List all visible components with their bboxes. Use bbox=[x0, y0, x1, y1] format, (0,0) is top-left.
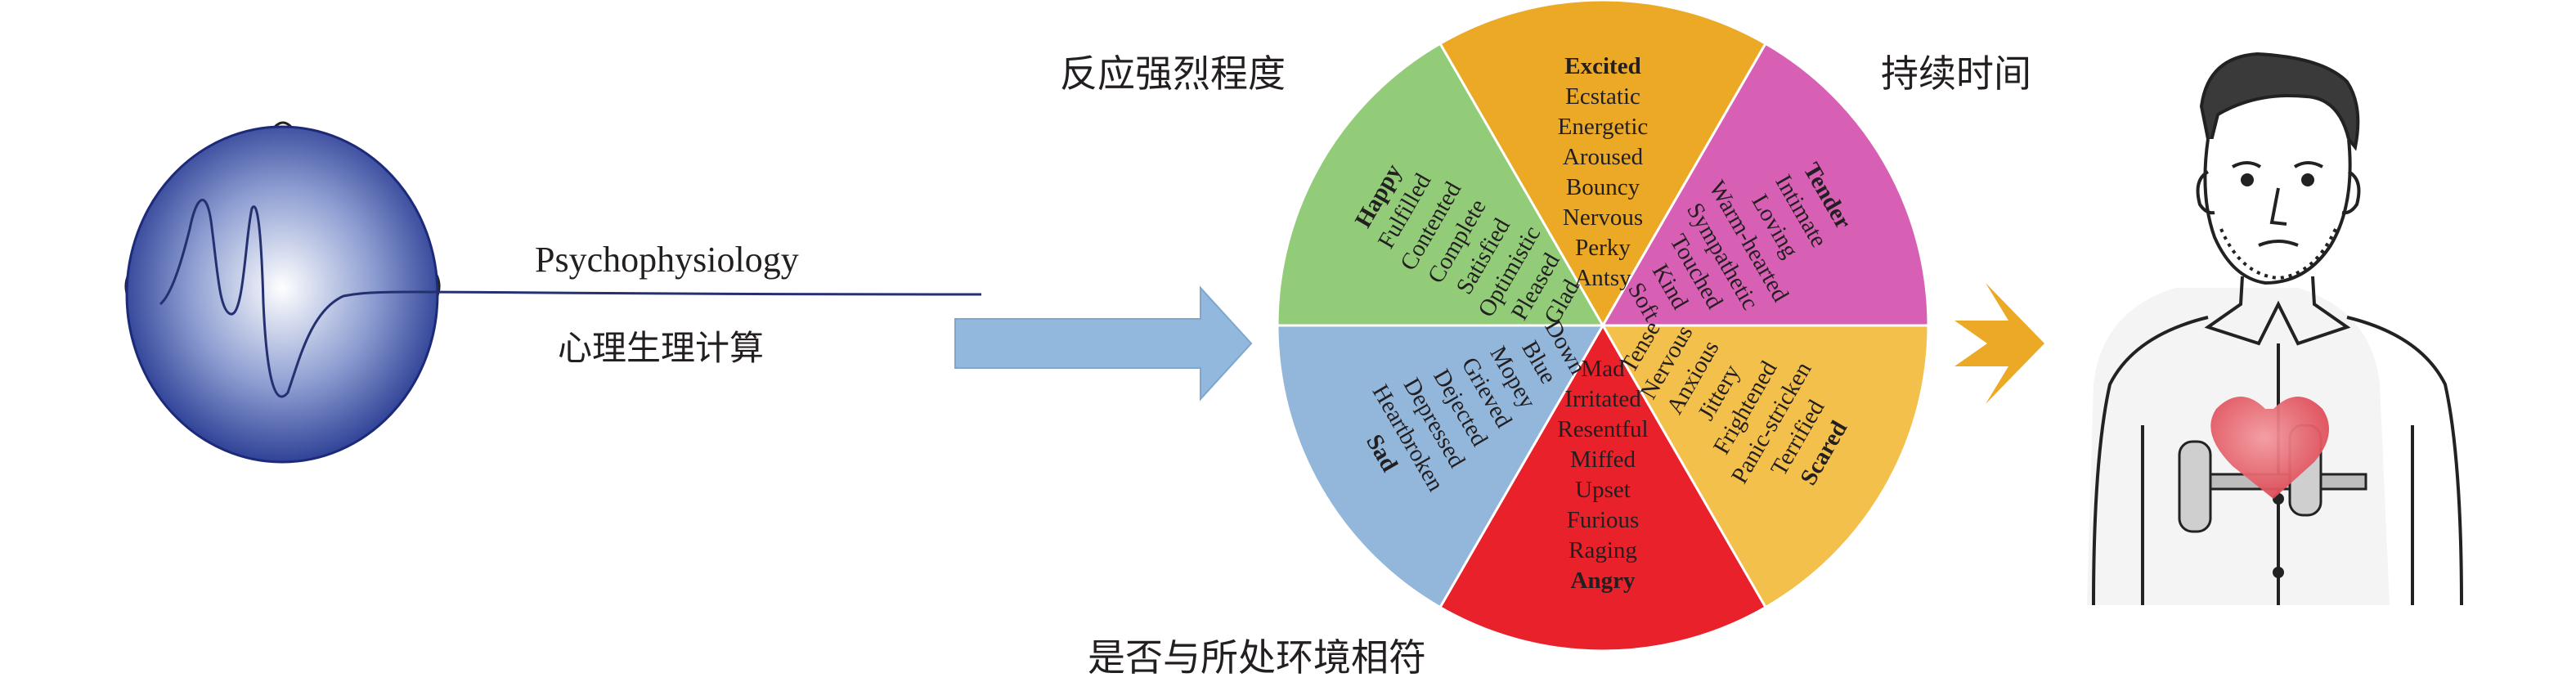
wheel-slice-angry bbox=[1438, 323, 1768, 653]
wheel-word: Upset bbox=[1575, 477, 1631, 503]
wheel-word: Energetic bbox=[1558, 114, 1649, 140]
man-illustration-icon bbox=[2087, 52, 2463, 606]
wheel-word: Irritated bbox=[1564, 386, 1641, 412]
wheel-word: Perky bbox=[1575, 235, 1631, 261]
wheel-title-angry: Angry bbox=[1571, 568, 1636, 594]
label-duration: 持续时间 bbox=[1881, 53, 2031, 95]
wheel-word: Mad bbox=[1581, 356, 1625, 382]
wheel-slice-scared bbox=[1600, 324, 1930, 609]
wheel-word: Antsy bbox=[1574, 265, 1631, 291]
wheel-slice-happy bbox=[1276, 42, 1605, 327]
small-arrow-icon bbox=[1954, 283, 2044, 404]
wheel-segment-angry: MadIrritatedResentfulMiffedUpsetFuriousR… bbox=[1557, 356, 1648, 594]
wheel-word: Nervous bbox=[1563, 204, 1643, 231]
emotion-wheel: ExcitedEcstaticEnergeticArousedBouncyNer… bbox=[1276, 0, 1930, 653]
label-context: 是否与所处环境相符 bbox=[1088, 637, 1426, 679]
wheel-word: Furious bbox=[1567, 507, 1640, 533]
wheel-slice-sad bbox=[1276, 324, 1605, 609]
wheel-word: Raging bbox=[1568, 537, 1637, 563]
wheel-word: Ecstatic bbox=[1565, 83, 1640, 110]
wheel-slice-tender bbox=[1600, 42, 1930, 327]
wheel-word: Bouncy bbox=[1566, 174, 1640, 200]
label-intensity: 反应强烈程度 bbox=[1060, 53, 1286, 95]
eeg-label-chinese: 心理生理计算 bbox=[558, 330, 765, 368]
wheel-title-excited: Excited bbox=[1564, 53, 1640, 79]
wheel-segment-excited: ExcitedEcstaticEnergeticArousedBouncyNer… bbox=[1558, 53, 1649, 291]
wheel-word: Aroused bbox=[1563, 144, 1644, 170]
eeg-label-english: Psychophysiology bbox=[535, 240, 799, 280]
eeg-waveform bbox=[159, 199, 982, 398]
big-arrow-icon bbox=[954, 285, 1253, 402]
wheel-slice-excited bbox=[1438, 0, 1768, 328]
wheel-word: Miffed bbox=[1570, 446, 1636, 473]
eeg-head-icon bbox=[124, 121, 982, 464]
wheel-word: Resentful bbox=[1557, 416, 1648, 442]
